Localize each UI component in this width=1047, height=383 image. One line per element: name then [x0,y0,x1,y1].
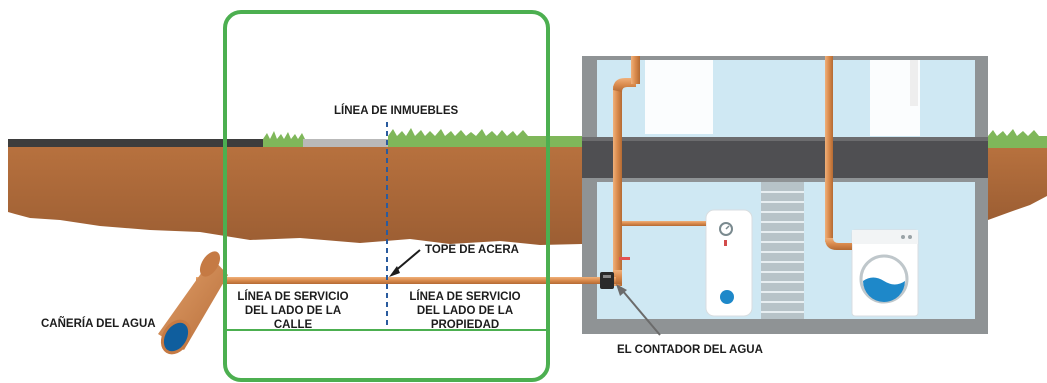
highlight-box [223,10,550,382]
meter-arrow [616,284,661,336]
washing-machine-icon [851,229,919,317]
property-side-line-3: PROPIEDAD [430,319,500,331]
water-meter-label: EL CONTADOR DEL AGUA [617,344,763,356]
street-side-line-3: CALLE [273,319,313,331]
soil-right [988,148,1047,220]
stairs-icon [761,182,804,319]
water-heater-icon [705,209,753,317]
curb-stop-label: TOPE DE ACERA [425,244,519,256]
property-line-label: LÍNEA DE INMUEBLES [334,105,459,117]
property-side-label: LÍNEA DE SERVICIO DEL LADO DE LA PROPIED… [400,290,530,332]
service-line [196,277,616,284]
water-main-label: CAÑERÍA DEL AGUA [41,318,156,330]
soil [8,147,582,245]
curb-stop-arrow [389,249,421,277]
street-side-label: LÍNEA DE SERVICIO DEL LADO DE LA CALLE [230,290,356,332]
floor-slab [582,138,988,178]
sidewalk [303,139,388,147]
property-side-line-1: LÍNEA DE SERVICIO [409,291,521,303]
water-meter-icon [600,272,614,289]
road-surface [8,139,263,147]
street-side-line-2: DEL LADO DE LA [244,305,342,317]
water-main-pipe [158,251,228,355]
street-side-line-1: LÍNEA DE SERVICIO [237,291,349,303]
property-side-line-2: DEL LADO DE LA [416,305,514,317]
house-plumbing [581,56,852,286]
house [582,56,988,334]
grass [263,128,1047,148]
